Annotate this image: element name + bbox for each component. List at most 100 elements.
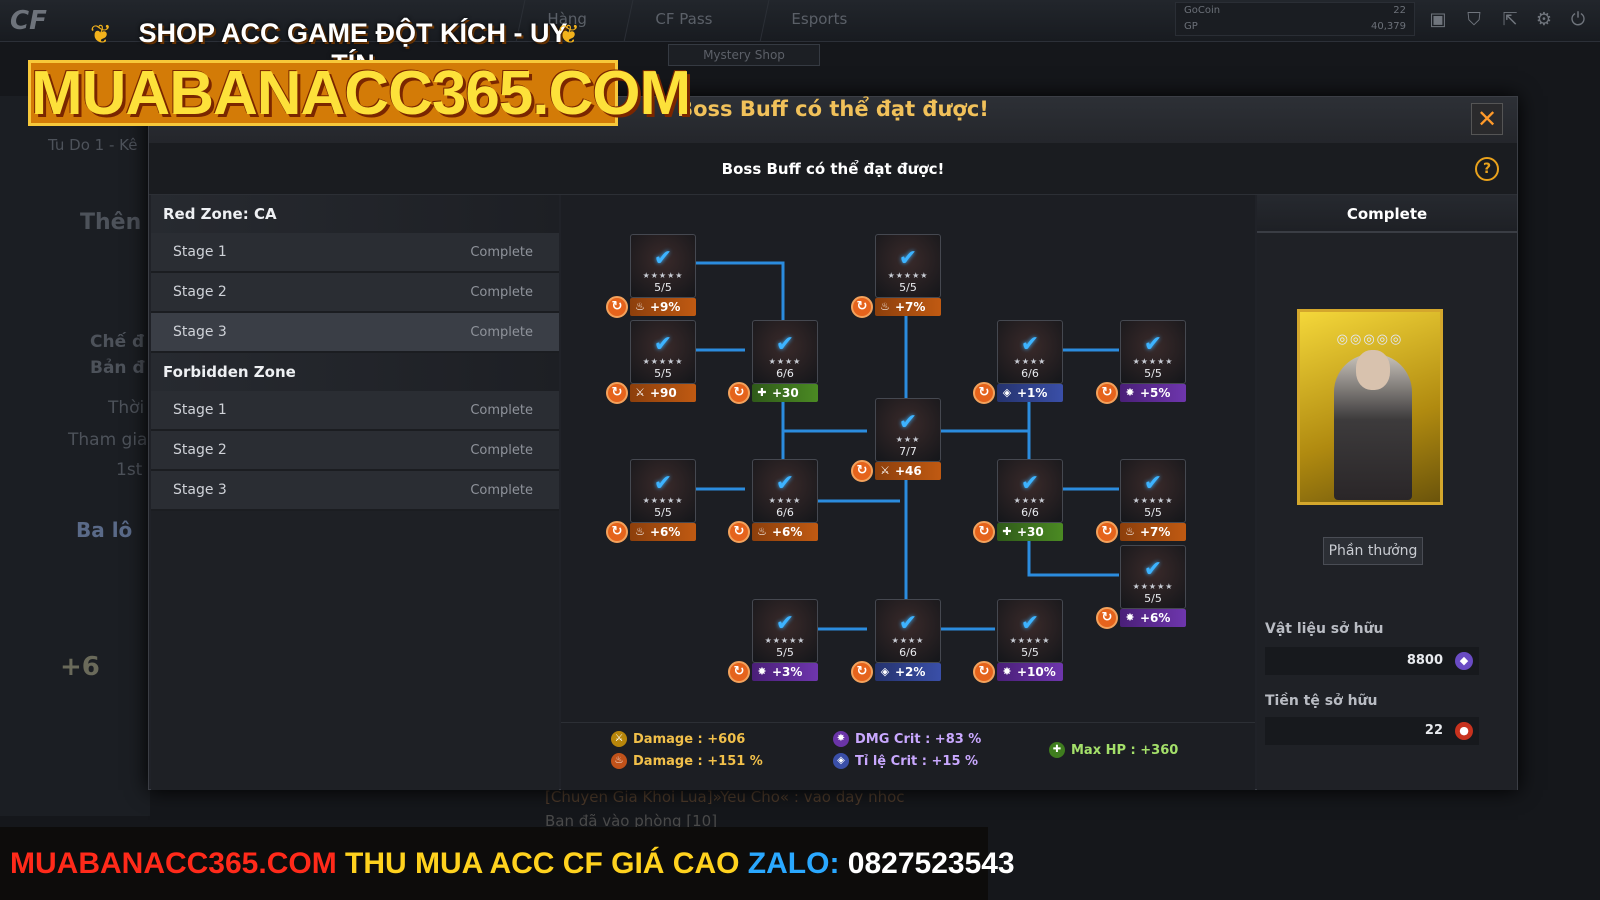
boss-node[interactable]: ✔★★★★★5/5 [752, 599, 818, 663]
refresh-icon[interactable]: ↻ [728, 521, 750, 543]
watermark-bottom-site: MUABANACC365.COM [10, 847, 337, 880]
node-stars: ★★★★★ [764, 636, 806, 645]
buff-badge: ♨+7% [875, 298, 941, 316]
refresh-icon[interactable]: ↻ [728, 382, 750, 404]
node-count: 5/5 [654, 281, 672, 294]
refresh-icon[interactable]: ↻ [1096, 382, 1118, 404]
coin-icon: ● [1455, 722, 1473, 740]
watermark-site: MUABANACC365.COM [28, 60, 691, 126]
material-value: 8800 ◆ [1265, 647, 1479, 675]
fire-icon: ♨ [880, 300, 890, 313]
card-stars: ◎◎◎◎◎ [1336, 332, 1404, 347]
buff-badge: ♨+6% [752, 523, 818, 541]
side-text: 1st [116, 460, 143, 480]
side-text: Thên [80, 210, 142, 235]
chat-line: [Chuyen Gia Khoi Lua]»Yeu Cho« : vao day… [545, 788, 905, 806]
boss-node[interactable]: ✔★★★★★5/5 [1120, 459, 1186, 523]
check-icon: ✔ [1143, 332, 1163, 357]
backpack-tab[interactable]: Ba lô [76, 518, 133, 542]
crit-rate-icon: ◈ [833, 753, 849, 769]
boss-node[interactable]: ✔★★★★6/6 [752, 320, 818, 384]
close-button[interactable]: ✕ [1471, 103, 1503, 135]
refresh-icon[interactable]: ↻ [606, 382, 628, 404]
refresh-icon[interactable]: ↻ [606, 521, 628, 543]
total-dmg-crit: ✸DMG Crit : +83 % [833, 731, 981, 747]
refresh-icon[interactable]: ↻ [851, 661, 873, 683]
crit-rate-icon: ◈ [1002, 386, 1012, 399]
boss-node[interactable]: ✔★★★★★5/5 [997, 599, 1063, 663]
check-icon: ✔ [1020, 471, 1040, 496]
refresh-icon[interactable]: ↻ [973, 521, 995, 543]
refresh-icon[interactable]: ↻ [851, 296, 873, 318]
check-icon: ✔ [653, 332, 673, 357]
node-stars: ★★★★ [1013, 357, 1047, 366]
boss-node[interactable]: ✔★★★★★5/5 [630, 459, 696, 523]
nav-tab-cfpass[interactable]: CF Pass [623, 0, 743, 42]
refresh-icon[interactable]: ↻ [851, 460, 873, 482]
stage-status: Complete [470, 442, 533, 458]
material-label: Vật liệu sở hữu [1265, 621, 1384, 637]
watermark-bottom-zalo: ZALO: [747, 847, 840, 880]
nav-tab-esports[interactable]: Esports [759, 0, 878, 42]
total-damage-flat: ⚔Damage : +606 [611, 731, 745, 747]
blade-icon: ⚔ [880, 464, 890, 477]
node-stars: ★★★★★ [1132, 357, 1174, 366]
boss-node[interactable]: ✔★★★★6/6 [752, 459, 818, 523]
zone-header: Forbidden Zone [151, 353, 559, 391]
reward-button[interactable]: Phần thưởng [1323, 537, 1423, 565]
shield-icon[interactable]: ⛉ [1467, 9, 1481, 30]
character-head [1356, 350, 1390, 390]
check-icon: ✔ [898, 410, 918, 435]
buff-badge: ✸+10% [997, 663, 1063, 681]
buff-badge: ✸+5% [1120, 384, 1186, 402]
side-text: Chế đ [90, 332, 145, 352]
watermark-top: ❦ SHOP ACC GAME ĐỘT KÍCH - UY TÍN ❦ MUAB… [28, 8, 691, 126]
help-icon[interactable]: ? [1475, 157, 1499, 181]
boss-node[interactable]: ✔★★★★6/6 [997, 320, 1063, 384]
power-icon[interactable]: ⏻ [1570, 9, 1586, 30]
crit-dmg-icon: ✸ [1125, 611, 1135, 624]
stage-status: Complete [470, 244, 533, 260]
refresh-icon[interactable]: ↻ [728, 661, 750, 683]
refresh-icon[interactable]: ↻ [973, 661, 995, 683]
exit-icon[interactable]: ⇱ [1502, 9, 1518, 30]
boss-node[interactable]: ✔★★★★6/6 [875, 599, 941, 663]
boss-node[interactable]: ✔★★★★★5/5 [630, 320, 696, 384]
node-count: 6/6 [899, 646, 917, 659]
node-count: 5/5 [899, 281, 917, 294]
heal-icon: ✚ [1002, 525, 1012, 538]
check-icon: ✔ [653, 471, 673, 496]
gear-icon[interactable]: ⚙ [1535, 9, 1553, 30]
boss-node[interactable]: ✔★★★★6/6 [997, 459, 1063, 523]
node-stars: ★★★★★ [1132, 496, 1174, 505]
boss-node[interactable]: ✔★★★★★5/5 [875, 234, 941, 298]
boss-node[interactable]: ✔★★★★★5/5 [1120, 545, 1186, 609]
heal-icon: ✚ [757, 386, 767, 399]
mystery-shop-button[interactable]: Mystery Shop [668, 44, 820, 66]
laurel-icon: ❦ [90, 20, 112, 50]
node-stars: ★★★★ [768, 496, 802, 505]
buff-badge: ♨+9% [630, 298, 696, 316]
refresh-icon[interactable]: ↻ [1096, 521, 1118, 543]
boss-node[interactable]: ✔★★★★★5/5 [630, 234, 696, 298]
check-icon: ✔ [775, 471, 795, 496]
boss-node[interactable]: ✔★★★7/7 [875, 398, 941, 462]
stage-status: Complete [470, 482, 533, 498]
cf-logo: CF [10, 6, 47, 36]
check-icon: ✔ [1020, 332, 1040, 357]
emblem-icon[interactable]: ▣ [1429, 9, 1447, 30]
boss-node[interactable]: ✔★★★★★5/5 [1120, 320, 1186, 384]
refresh-icon[interactable]: ↻ [1096, 607, 1118, 629]
fire-icon: ♨ [757, 525, 767, 538]
crit-dmg-icon: ✸ [757, 665, 767, 678]
refresh-icon[interactable]: ↻ [973, 382, 995, 404]
node-stars: ★★★★★ [642, 357, 684, 366]
character-reward-card[interactable]: ◎◎◎◎◎ [1297, 309, 1443, 505]
refresh-icon[interactable]: ↻ [606, 296, 628, 318]
